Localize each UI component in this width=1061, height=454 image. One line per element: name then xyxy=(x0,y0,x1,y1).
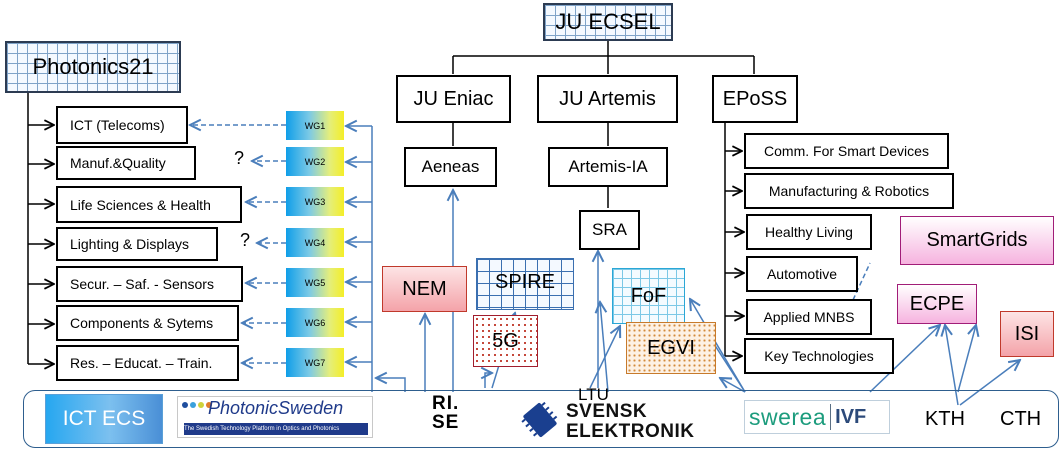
wg4-badge: WG4 xyxy=(286,228,344,257)
eposs-item-healthy-living: Healthy Living xyxy=(746,214,872,250)
aeneas-box: Aeneas xyxy=(404,147,497,187)
group-research-education-training: Res. – Educat. – Train. xyxy=(56,345,239,381)
ict-ecs-frame xyxy=(23,390,1059,448)
sra-box: SRA xyxy=(579,210,640,250)
photonics21-header: Photonics21 xyxy=(5,41,181,93)
eposs-box: EPoSS xyxy=(712,75,798,123)
wg7-badge: WG7 xyxy=(286,348,344,377)
elektronik-wordmark: ELEKTRONIK xyxy=(566,421,695,442)
ju-ecsel-header: JU ECSEL xyxy=(543,3,673,41)
photonic-sweden-wordmark: PhotonicSweden xyxy=(208,398,344,418)
ivf-wordmark: IVF xyxy=(835,405,867,428)
ju-eniac-box: JU Eniac xyxy=(396,75,511,123)
spire-box: SPIRE xyxy=(476,258,574,310)
fof-box: FoF xyxy=(612,268,685,324)
photonic-sweden-tagline: The Swedish Technology Platform in Optic… xyxy=(184,423,368,435)
group-manuf-quality: Manuf.&Quality xyxy=(56,146,196,180)
group-lighting-displays: Lighting & Displays xyxy=(56,227,218,261)
question-mark-wg4: ? xyxy=(240,230,251,250)
rise-logo: RI. SE xyxy=(432,394,476,442)
svensk-wordmark: SVENSK xyxy=(566,401,648,422)
wg1-badge: WG1 xyxy=(286,111,344,140)
question-mark-wg2: ? xyxy=(234,148,245,168)
swerea-wordmark: swerea xyxy=(749,403,827,430)
group-life-sciences-health: Life Sciences & Health xyxy=(56,186,242,223)
eposs-item-applied-mnbs: Applied MNBS xyxy=(746,299,872,335)
artemis-ia-box: Artemis-IA xyxy=(548,147,668,187)
wg-dashed-links xyxy=(190,125,871,363)
photonics-tree-lines xyxy=(27,92,54,364)
rise-wordmark: RI. SE xyxy=(432,393,460,433)
photonic-sweden-logo: PhotonicSweden The Swedish Technology Pl… xyxy=(177,396,373,438)
kth-label: KTH xyxy=(925,408,965,430)
wg5-badge: WG5 xyxy=(286,268,344,297)
wg2-badge: WG2 xyxy=(286,147,344,176)
chip-icon xyxy=(521,401,558,437)
photonic-sweden-dots xyxy=(182,402,212,408)
eposs-item-manufacturing-robotics: Manufacturing & Robotics xyxy=(744,173,954,209)
wg3-badge: WG3 xyxy=(286,187,344,216)
wg-bus-lines xyxy=(346,126,406,392)
wg6-badge: WG6 xyxy=(286,308,344,337)
ltu-label: LTU xyxy=(578,385,609,404)
group-components-systems: Components & Sytems xyxy=(56,305,239,341)
egvi-box: EGVI xyxy=(626,322,716,374)
eposs-item-comm-smart-devices: Comm. For Smart Devices xyxy=(744,133,949,169)
group-security-safety-sensors: Secur. – Saf. - Sensors xyxy=(56,266,243,302)
swerea-separator xyxy=(830,404,832,430)
nem-box: NEM xyxy=(382,266,467,312)
eposs-item-automotive: Automotive xyxy=(746,256,858,292)
smartgrids-box: SmartGrids xyxy=(900,216,1054,265)
svensk-elektronik-logo: SVENSK ELEKTRONIK xyxy=(520,394,710,444)
ecsel-tree-lines xyxy=(452,40,755,356)
isi-box: ISI xyxy=(1000,311,1054,357)
ecpe-box: ECPE xyxy=(897,284,977,324)
ju-artemis-box: JU Artemis xyxy=(537,75,678,123)
cth-label: CTH xyxy=(1000,408,1042,430)
swerea-ivf-logo: swerea IVF xyxy=(744,400,890,434)
group-ict-telecoms: ICT (Telecoms) xyxy=(56,106,188,144)
eposs-item-key-technologies: Key Technologies xyxy=(744,338,894,374)
ict-ecs-label: ICT ECS xyxy=(45,394,163,444)
5g-box: 5G xyxy=(473,315,538,367)
